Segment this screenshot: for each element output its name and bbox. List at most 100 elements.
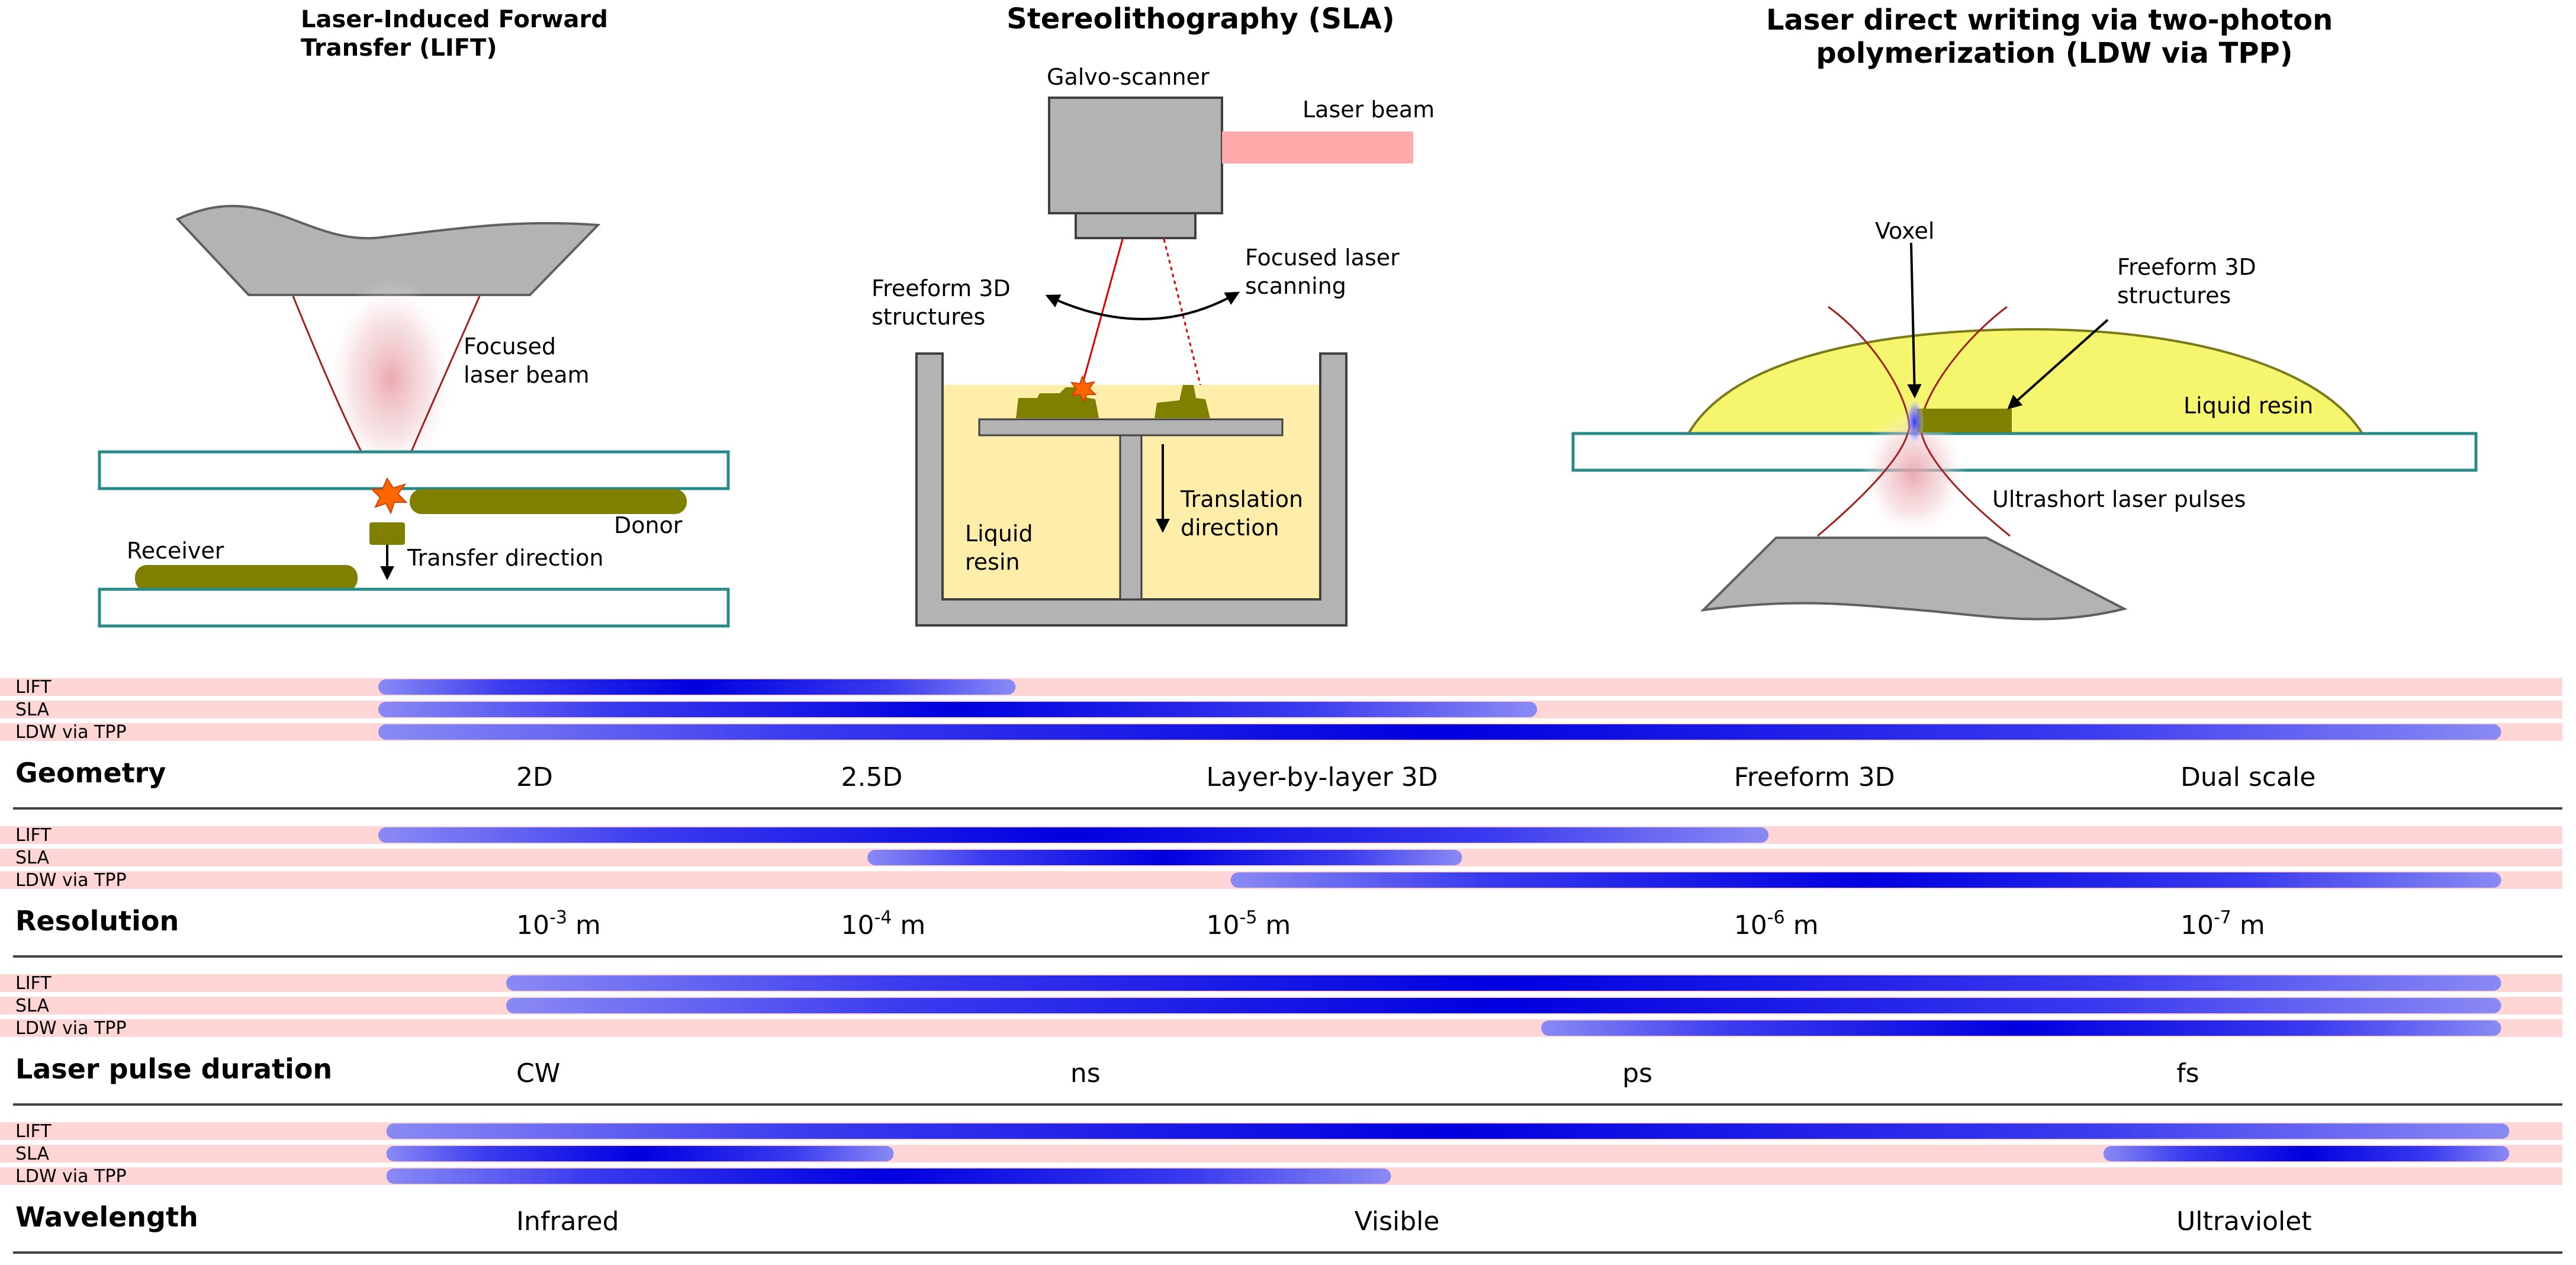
tpp-voxel: [1905, 398, 1924, 445]
sla-laser-spark: [1070, 375, 1097, 403]
capability-bar: [386, 1168, 1391, 1184]
sla-platform-stem: [1119, 434, 1143, 601]
capability-bar: [1541, 1020, 2501, 1036]
scale-tick-label: 10-7 m: [2181, 907, 2265, 940]
lift-label-donor: Donor: [614, 512, 683, 538]
tpp-diagram: Laser direct writing via two-photon poly…: [1571, 4, 2478, 621]
tpp-voxel-arrow: [1907, 242, 1922, 399]
capability-bar: [506, 975, 2501, 991]
sla-galvo-scanner: [1048, 97, 1223, 214]
method-label: LDW via TPP: [15, 1018, 127, 1039]
scale-tick-label: 2D: [516, 762, 553, 792]
lift-donor-film: [410, 489, 687, 514]
tpp-liquid-resin: [1686, 328, 2365, 435]
method-label: SLA: [15, 996, 49, 1016]
sla-beam-active: [1081, 239, 1124, 386]
scale-tick-label: Freeform 3D: [1734, 762, 1895, 792]
scale-tick-label: 2.5D: [841, 762, 902, 792]
lift-label-transfer: Transfer direction: [407, 545, 603, 571]
tpp-title-line-1: Laser direct writing via two-photon: [1766, 4, 2333, 37]
capability-bar: [378, 702, 1538, 717]
tpp-label-voxel: Voxel: [1875, 218, 1934, 244]
scale-tick-label: Layer-by-layer 3D: [1207, 762, 1438, 792]
sla-build-platform: [978, 418, 1284, 436]
sla-scan-arrow: [1045, 291, 1240, 320]
scale-tick-label: 10-4 m: [841, 907, 925, 940]
sla-label-scanning-line-1: Focused laser: [1245, 245, 1400, 271]
capability-bar: [378, 724, 2501, 740]
method-label: SLA: [15, 1144, 49, 1164]
lift-diagram: Laser-Induced Forward Transfer (LIFT) Fo…: [98, 6, 730, 628]
tpp-label-pulses: Ultrashort laser pulses: [1992, 486, 2246, 512]
sla-label-translation-line-2: direction: [1181, 515, 1279, 541]
lift-label-focused: Focused laser beam: [464, 333, 590, 388]
sla-label-freeform: Freeform 3D structures: [871, 275, 1018, 330]
sla-label-scanning-line-2: scanning: [1245, 273, 1346, 299]
lift-objective-lens: [175, 204, 601, 296]
method-label: SLA: [15, 847, 49, 868]
sla-printed-structure-right: [1154, 385, 1210, 418]
method-label: LIFT: [15, 1121, 52, 1142]
sla-label-resin-line-2: resin: [965, 549, 1020, 575]
capability-bar: [867, 850, 1462, 865]
scale-tick-label: Visible: [1355, 1206, 1440, 1237]
sla-vat: [915, 352, 1348, 627]
capability-bar: [378, 679, 1016, 695]
tpp-substrate: [1571, 432, 2478, 472]
sla-laser-beam: [1222, 131, 1413, 163]
capability-bar: [378, 827, 1769, 843]
sla-label-freeform-line-2: structures: [871, 304, 985, 330]
tpp-structure-arrow: [2007, 319, 2109, 410]
sla-label-scanning: Focused laser scanning: [1245, 245, 1407, 299]
scale-tick-label: CW: [516, 1058, 560, 1089]
tpp-beam-glow: [1860, 409, 1967, 539]
lift-laser-spark: [370, 477, 408, 515]
lift-transferred-droplet: [369, 522, 405, 545]
row-label: Resolution: [15, 905, 179, 937]
scale-tick-label: Infrared: [516, 1206, 619, 1237]
scale-tick-label: fs: [2176, 1058, 2199, 1089]
method-label: LDW via TPP: [15, 870, 127, 891]
sla-label-galvo: Galvo-scanner: [1047, 64, 1210, 90]
tpp-label-freeform-line-1: Freeform 3D: [2117, 254, 2256, 280]
row-label: Wavelength: [15, 1201, 198, 1233]
sla-label-resin-line-1: Liquid: [965, 521, 1033, 547]
method-label: LIFT: [15, 973, 52, 994]
scale-tick-label: 10-3 m: [516, 907, 601, 940]
method-label: SLA: [15, 699, 49, 720]
sla-diagram: Stereolithography (SLA) Galvo-scanner La…: [871, 2, 1435, 627]
method-label: LDW via TPP: [15, 722, 127, 743]
sla-label-translation: Translation direction: [1180, 486, 1310, 541]
capability-bar: [386, 1123, 2510, 1139]
scale-tick-label: 10-5 m: [1207, 907, 1291, 940]
tpp-title: Laser direct writing via two-photon poly…: [1766, 4, 2343, 70]
scale-tick-label: Dual scale: [2181, 762, 2315, 792]
method-label: LDW via TPP: [15, 1166, 127, 1187]
lift-beam-glow: [326, 278, 456, 480]
sla-beam-dotted: [1163, 239, 1203, 391]
lift-title-line-1: Laser-Induced Forward: [301, 6, 608, 33]
scale-tick-label: 10-6 m: [1734, 907, 1819, 940]
scale-tick-label: ns: [1070, 1058, 1101, 1089]
tpp-printed-structure: [1917, 409, 2012, 432]
method-label: LIFT: [15, 825, 52, 846]
sla-label-freeform-line-1: Freeform 3D: [871, 275, 1011, 301]
scale-tick-label: ps: [1622, 1058, 1652, 1089]
tpp-objective-lens: [1700, 537, 2128, 621]
lift-donor-substrate: [98, 450, 730, 490]
sla-label-resin: Liquid resin: [965, 521, 1040, 575]
sla-title: Stereolithography (SLA): [1006, 2, 1394, 36]
capability-bar: [506, 998, 2501, 1013]
capability-bar: [386, 1146, 894, 1161]
capability-bar: [1230, 872, 2501, 888]
tpp-label-freeform: Freeform 3D structures: [2117, 254, 2263, 309]
tpp-label-freeform-line-2: structures: [2117, 282, 2231, 309]
lift-title: Laser-Induced Forward Transfer (LIFT): [301, 6, 616, 62]
